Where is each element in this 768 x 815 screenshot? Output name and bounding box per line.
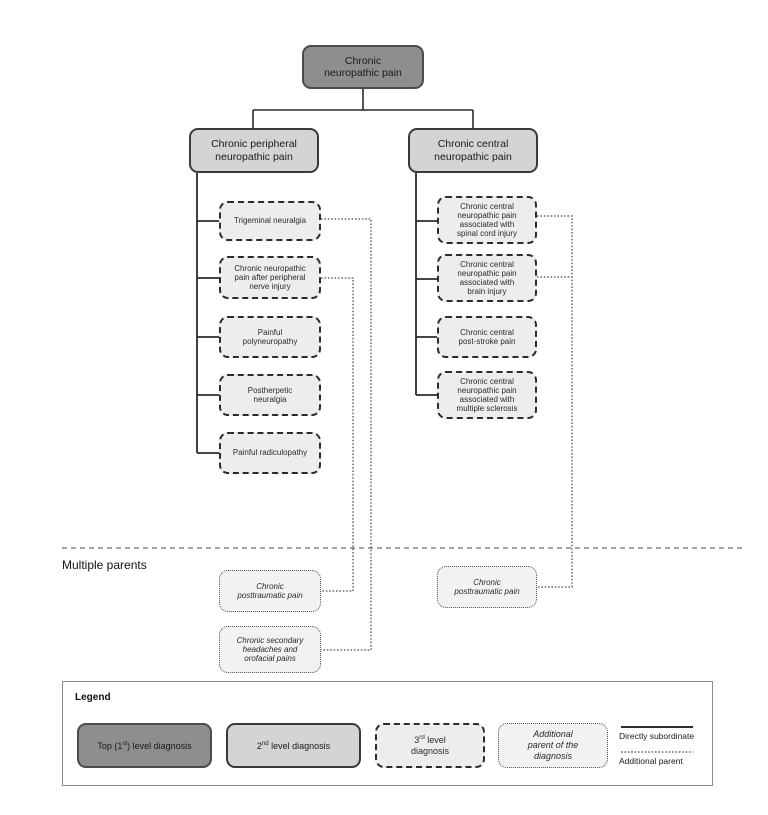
node-label: Chronic peripheral neuropathic pain <box>211 138 297 163</box>
node-chronic-central-post-stroke-pain[interactable]: Chronic central post-stroke pain <box>437 316 537 358</box>
legend-item-label: 2nd level diagnosis <box>256 739 331 751</box>
node-label: Chronic secondary headaches and orofacia… <box>236 635 304 664</box>
node-label: Chronic central neuropathic pain <box>434 138 512 163</box>
node-label: Trigeminal neuralgia <box>233 216 307 226</box>
node-label: Chronic neuropathic pain after periphera… <box>234 263 306 292</box>
node-label: Chronic neuropathic pain <box>324 54 402 79</box>
node-painful-radiculopathy[interactable]: Painful radiculopathy <box>219 432 321 474</box>
node-label: Chronic posttraumatic pain <box>454 577 520 596</box>
node-chronic-posttraumatic-pain-peripheral[interactable]: Chronic posttraumatic pain <box>219 570 321 612</box>
node-label: Chronic central post-stroke pain <box>458 327 516 346</box>
node-label: Chronic posttraumatic pain <box>237 581 303 600</box>
legend-title: Legend <box>75 692 111 703</box>
node-painful-polyneuropathy[interactable]: Painful polyneuropathy <box>219 316 321 358</box>
legend-item-second-level-diagnosis: 2nd level diagnosis <box>226 723 361 768</box>
node-label: Chronic central neuropathic pain associa… <box>456 201 518 239</box>
multiple-parents-heading: Multiple parents <box>62 558 147 572</box>
node-chronic-central-multiple-sclerosis[interactable]: Chronic central neuropathic pain associa… <box>437 371 537 419</box>
node-chronic-central-brain-injury[interactable]: Chronic central neuropathic pain associa… <box>437 254 537 302</box>
legend-item-top-level-diagnosis: Top (1st) level diagnosis <box>77 723 212 768</box>
node-postherpetic-neuralgia[interactable]: Postherpetic neuralgia <box>219 374 321 416</box>
node-label: Painful radiculopathy <box>232 448 308 458</box>
legend-label-directly-subordinate: Directly subordinate <box>619 731 695 741</box>
node-trigeminal-neuralgia[interactable]: Trigeminal neuralgia <box>219 201 321 241</box>
node-chronic-peripheral-neuropathic-pain[interactable]: Chronic peripheral neuropathic pain <box>189 128 319 173</box>
node-label: Painful polyneuropathy <box>242 327 298 346</box>
node-chronic-secondary-headaches-orofacial-pains[interactable]: Chronic secondary headaches and orofacia… <box>219 626 321 673</box>
legend-label-additional-parent: Additional parent <box>619 756 683 766</box>
node-label: Postherpetic neuralgia <box>247 385 293 404</box>
node-chronic-neuropathic-pain-after-peripheral-nerve-injury[interactable]: Chronic neuropathic pain after periphera… <box>219 256 321 299</box>
node-chronic-central-neuropathic-pain[interactable]: Chronic central neuropathic pain <box>408 128 538 173</box>
legend-panel: Legend Top (1st) level diagnosis 2nd lev… <box>62 681 713 786</box>
node-label: Chronic central neuropathic pain associa… <box>456 376 518 414</box>
node-chronic-neuropathic-pain[interactable]: Chronic neuropathic pain <box>302 45 424 89</box>
node-chronic-posttraumatic-pain-central[interactable]: Chronic posttraumatic pain <box>437 566 537 608</box>
node-label: Chronic central neuropathic pain associa… <box>457 259 517 297</box>
legend-item-label: Top (1st) level diagnosis <box>97 739 192 751</box>
node-chronic-central-spinal-cord-injury[interactable]: Chronic central neuropathic pain associa… <box>437 196 537 244</box>
legend-line-samples <box>621 726 693 753</box>
